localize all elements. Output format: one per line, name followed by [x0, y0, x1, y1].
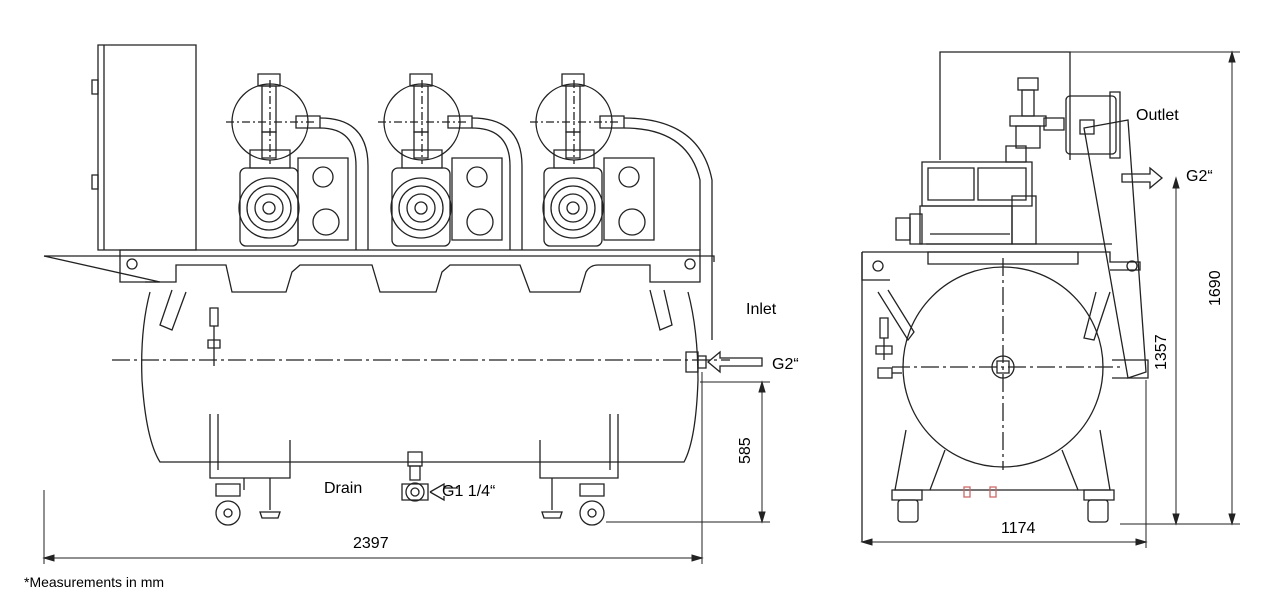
outlet-pipe [1010, 78, 1148, 378]
inlet-thread-label: G2“ [772, 356, 799, 373]
dimension-inlet-height-value: 585 [737, 437, 754, 464]
control-cabinet [92, 45, 196, 250]
dimension-inlet-height [606, 382, 770, 522]
tank-feet [210, 414, 618, 525]
pressure-tank [112, 292, 730, 462]
pump-unit-2 [378, 74, 522, 250]
base-frame [44, 250, 714, 330]
dimension-overall-height [1070, 52, 1240, 524]
inlet-label: Inlet [746, 301, 777, 318]
measurement-footnote: *Measurements in mm [24, 574, 165, 590]
drain-valve [402, 452, 428, 501]
dimension-overall-length-value: 2397 [353, 535, 389, 552]
drain-label: Drain [324, 480, 363, 497]
outlet-arrow [1122, 168, 1162, 188]
side-feet [892, 430, 1114, 522]
drain-arrow [430, 484, 458, 500]
dimension-overall-height-value: 1690 [1207, 270, 1224, 306]
dimension-width [862, 380, 1146, 548]
dimension-width-value: 1174 [1001, 520, 1036, 537]
dimension-outlet-height-value: 1357 [1153, 334, 1170, 370]
inlet-arrow [708, 352, 762, 372]
side-frame [862, 252, 1140, 542]
side-view [862, 52, 1240, 548]
pump-unit-3 [530, 74, 712, 340]
outlet-label: Outlet [1136, 107, 1179, 124]
side-pump-block [896, 146, 1112, 244]
dimension-overall-length [44, 372, 702, 564]
pump-unit-1 [226, 74, 368, 250]
outlet-thread-label: G2“ [1186, 168, 1213, 185]
side-tank [876, 258, 1120, 470]
drain-thread-label: G1 1/4“ [442, 483, 496, 500]
front-view [44, 45, 770, 564]
